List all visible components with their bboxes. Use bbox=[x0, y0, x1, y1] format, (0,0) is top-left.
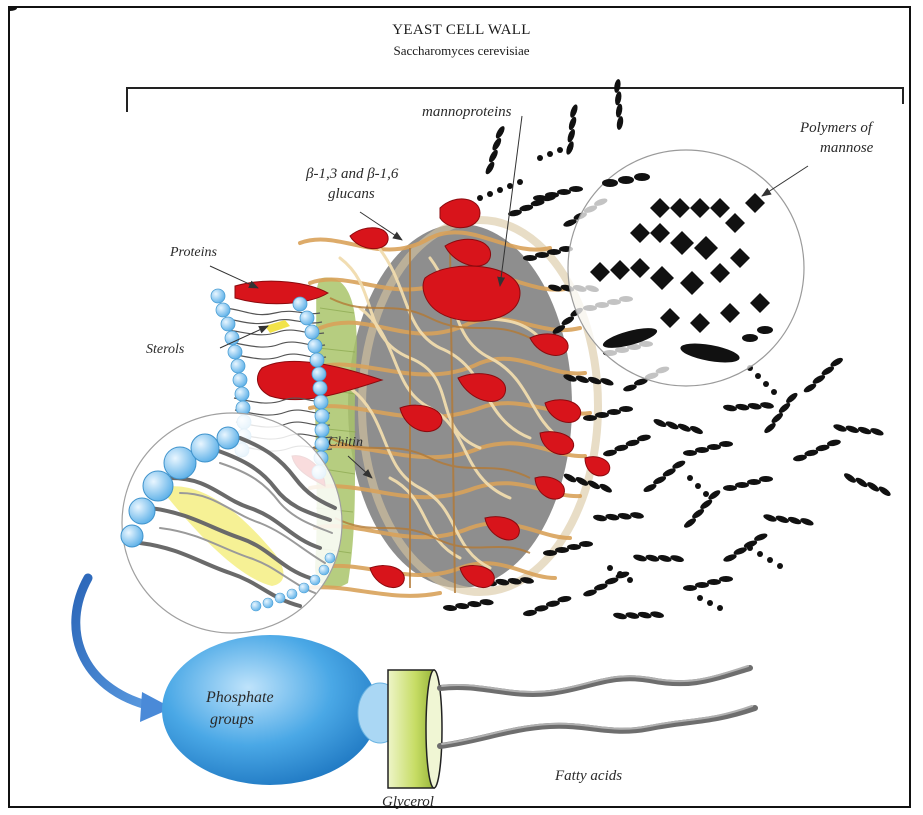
label-polymers-line1: Polymers of bbox=[799, 120, 874, 136]
label-fatty-acids: Fatty acids bbox=[554, 768, 622, 784]
figure-frame: YEAST CELL WALL Saccharomyces cerevisiae bbox=[8, 6, 911, 808]
proteins-leader bbox=[210, 266, 258, 288]
label-glucans-line2: glucans bbox=[328, 186, 375, 202]
label-glucans-line1: β-1,3 and β-1,6 bbox=[305, 166, 399, 182]
phosphate-head bbox=[162, 635, 378, 785]
label-proteins: Proteins bbox=[169, 245, 217, 260]
sterol-shape bbox=[265, 320, 290, 333]
cell-wall-diagram: mannoproteins Polymers of mannose β-1,3 … bbox=[10, 8, 913, 810]
mannose-chains bbox=[10, 8, 53, 11]
label-glycerol: Glycerol bbox=[382, 794, 434, 810]
zoom-arrow bbox=[76, 578, 150, 706]
label-mannoproteins: mannoproteins bbox=[422, 104, 512, 120]
label-sterols: Sterols bbox=[146, 342, 185, 357]
label-phosphate-line2: groups bbox=[210, 711, 254, 728]
wall-bracket bbox=[127, 88, 903, 112]
label-polymers-line2: mannose bbox=[820, 140, 874, 156]
label-phosphate-line1: Phosphate bbox=[205, 689, 274, 706]
polymers-leader bbox=[762, 166, 808, 196]
label-chitin: Chitin bbox=[328, 435, 363, 450]
